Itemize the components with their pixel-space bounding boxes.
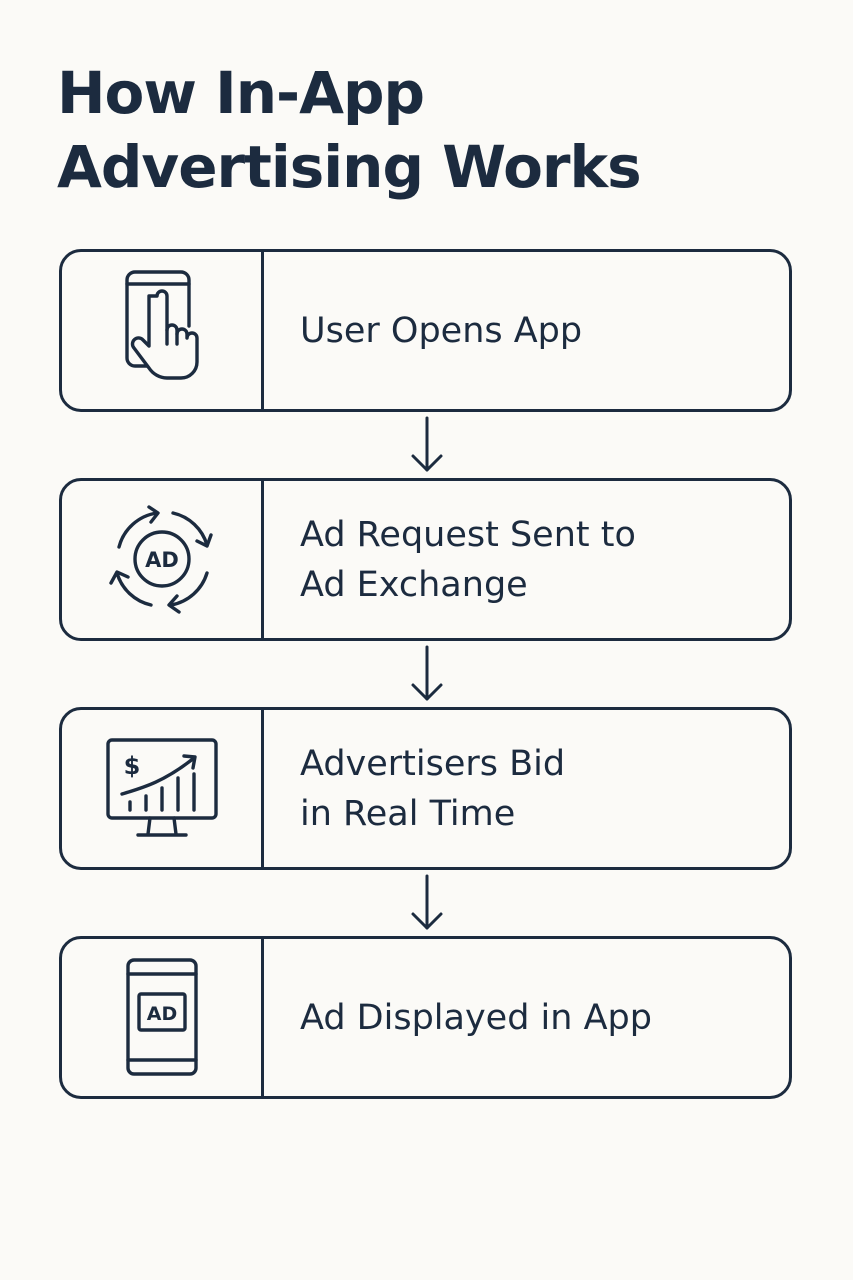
step-divider — [261, 481, 264, 638]
step-label-line: Ad Request Sent to — [300, 514, 636, 555]
step-label-line: Ad Exchange — [300, 564, 528, 605]
title-line-2: Advertising Works — [57, 133, 642, 201]
ad-badge-text: AD — [145, 548, 179, 572]
title-line-1: How In-App — [57, 59, 425, 127]
phone-ad-display-icon: AD — [62, 939, 261, 1096]
step-user-opens-app: User Opens App — [59, 249, 792, 412]
smartphone-tap-icon — [62, 252, 261, 409]
step-label: User Opens App — [300, 252, 769, 409]
down-arrow-icon — [411, 645, 443, 701]
step-divider — [261, 252, 264, 409]
ad-screen-text: AD — [146, 1003, 176, 1025]
step-label: Advertisers Bid in Real Time — [300, 710, 769, 867]
step-label: Ad Displayed in App — [300, 939, 769, 1096]
step-ad-request: AD Ad Request Sent to Ad Exchange — [59, 478, 792, 641]
dollar-sign-text: $ — [123, 752, 140, 780]
step-advertisers-bid: $ Advertisers Bid in Real Time — [59, 707, 792, 870]
step-label-line: Ad Displayed in App — [300, 997, 652, 1038]
ad-exchange-cycle-icon: AD — [62, 481, 261, 638]
step-divider — [261, 710, 264, 867]
bidding-monitor-chart-icon: $ — [62, 710, 261, 867]
step-label-line: Advertisers Bid — [300, 743, 566, 784]
down-arrow-icon — [411, 874, 443, 930]
step-label-line: in Real Time — [300, 793, 516, 834]
step-label: Ad Request Sent to Ad Exchange — [300, 481, 769, 638]
step-label-line: User Opens App — [300, 310, 583, 351]
step-divider — [261, 939, 264, 1096]
diagram-title: How In-App Advertising Works — [57, 56, 642, 204]
step-ad-displayed: AD Ad Displayed in App — [59, 936, 792, 1099]
down-arrow-icon — [411, 416, 443, 472]
